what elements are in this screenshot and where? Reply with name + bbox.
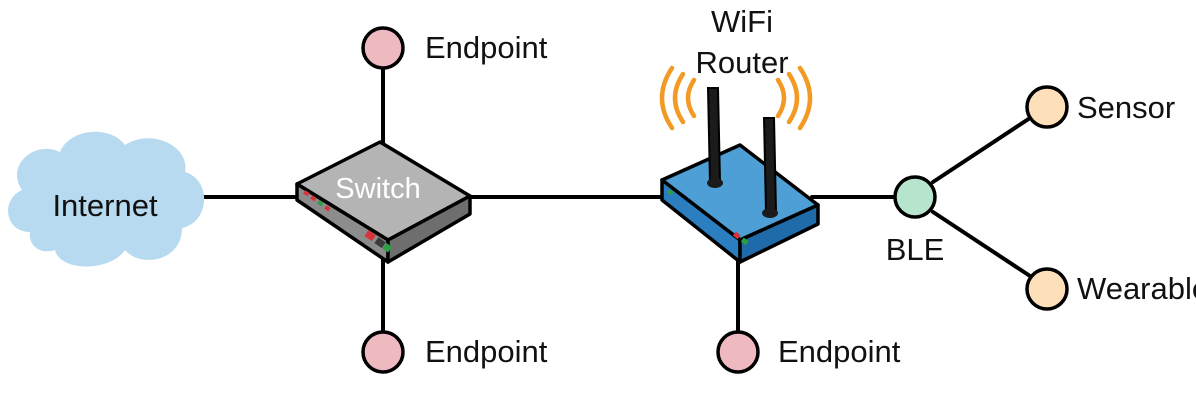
switch-label: Switch	[335, 173, 420, 205]
sensor-device: Sensor	[1025, 85, 1175, 129]
wearable-node	[1025, 267, 1069, 311]
router-right-face	[738, 203, 820, 264]
wifi-router: WiFi Router	[660, 4, 820, 264]
ble-hub: BLE	[886, 175, 945, 267]
wire-ble-wearable	[931, 210, 1032, 278]
router-port-lights	[667, 189, 749, 246]
sensor-node	[1025, 85, 1069, 129]
internet-label: Internet	[52, 188, 158, 223]
endpoint-node	[361, 330, 405, 374]
internet-cloud: Internet	[8, 131, 205, 267]
wearable-device: Wearable	[1025, 267, 1196, 311]
router-antenna-left	[706, 87, 723, 188]
endpoint-node	[361, 26, 405, 70]
wire-ble-sensor	[931, 116, 1032, 184]
router-label-line1: WiFi	[711, 4, 773, 39]
ble-label: BLE	[886, 232, 945, 267]
endpoint-top: Endpoint	[361, 26, 548, 70]
ble-node	[893, 175, 937, 219]
switch-port-lights	[303, 190, 392, 253]
endpoint-bottom-left: Endpoint	[361, 330, 548, 374]
connections	[198, 66, 1032, 335]
sensor-label: Sensor	[1077, 90, 1175, 125]
endpoint-bottom-left-label: Endpoint	[425, 334, 548, 369]
network-switch: Switch	[295, 140, 472, 264]
wearable-label: Wearable	[1077, 271, 1196, 306]
switch-right-face	[386, 194, 472, 264]
wifi-signal-icon	[659, 65, 813, 131]
router-antenna-right	[762, 117, 778, 218]
endpoint-top-label: Endpoint	[425, 30, 548, 65]
endpoint-node	[716, 330, 760, 374]
endpoint-bottom-right: Endpoint	[716, 330, 901, 374]
router-label-line2: Router	[695, 45, 788, 80]
endpoint-bottom-right-label: Endpoint	[778, 334, 901, 369]
cloud-icon	[8, 131, 205, 267]
